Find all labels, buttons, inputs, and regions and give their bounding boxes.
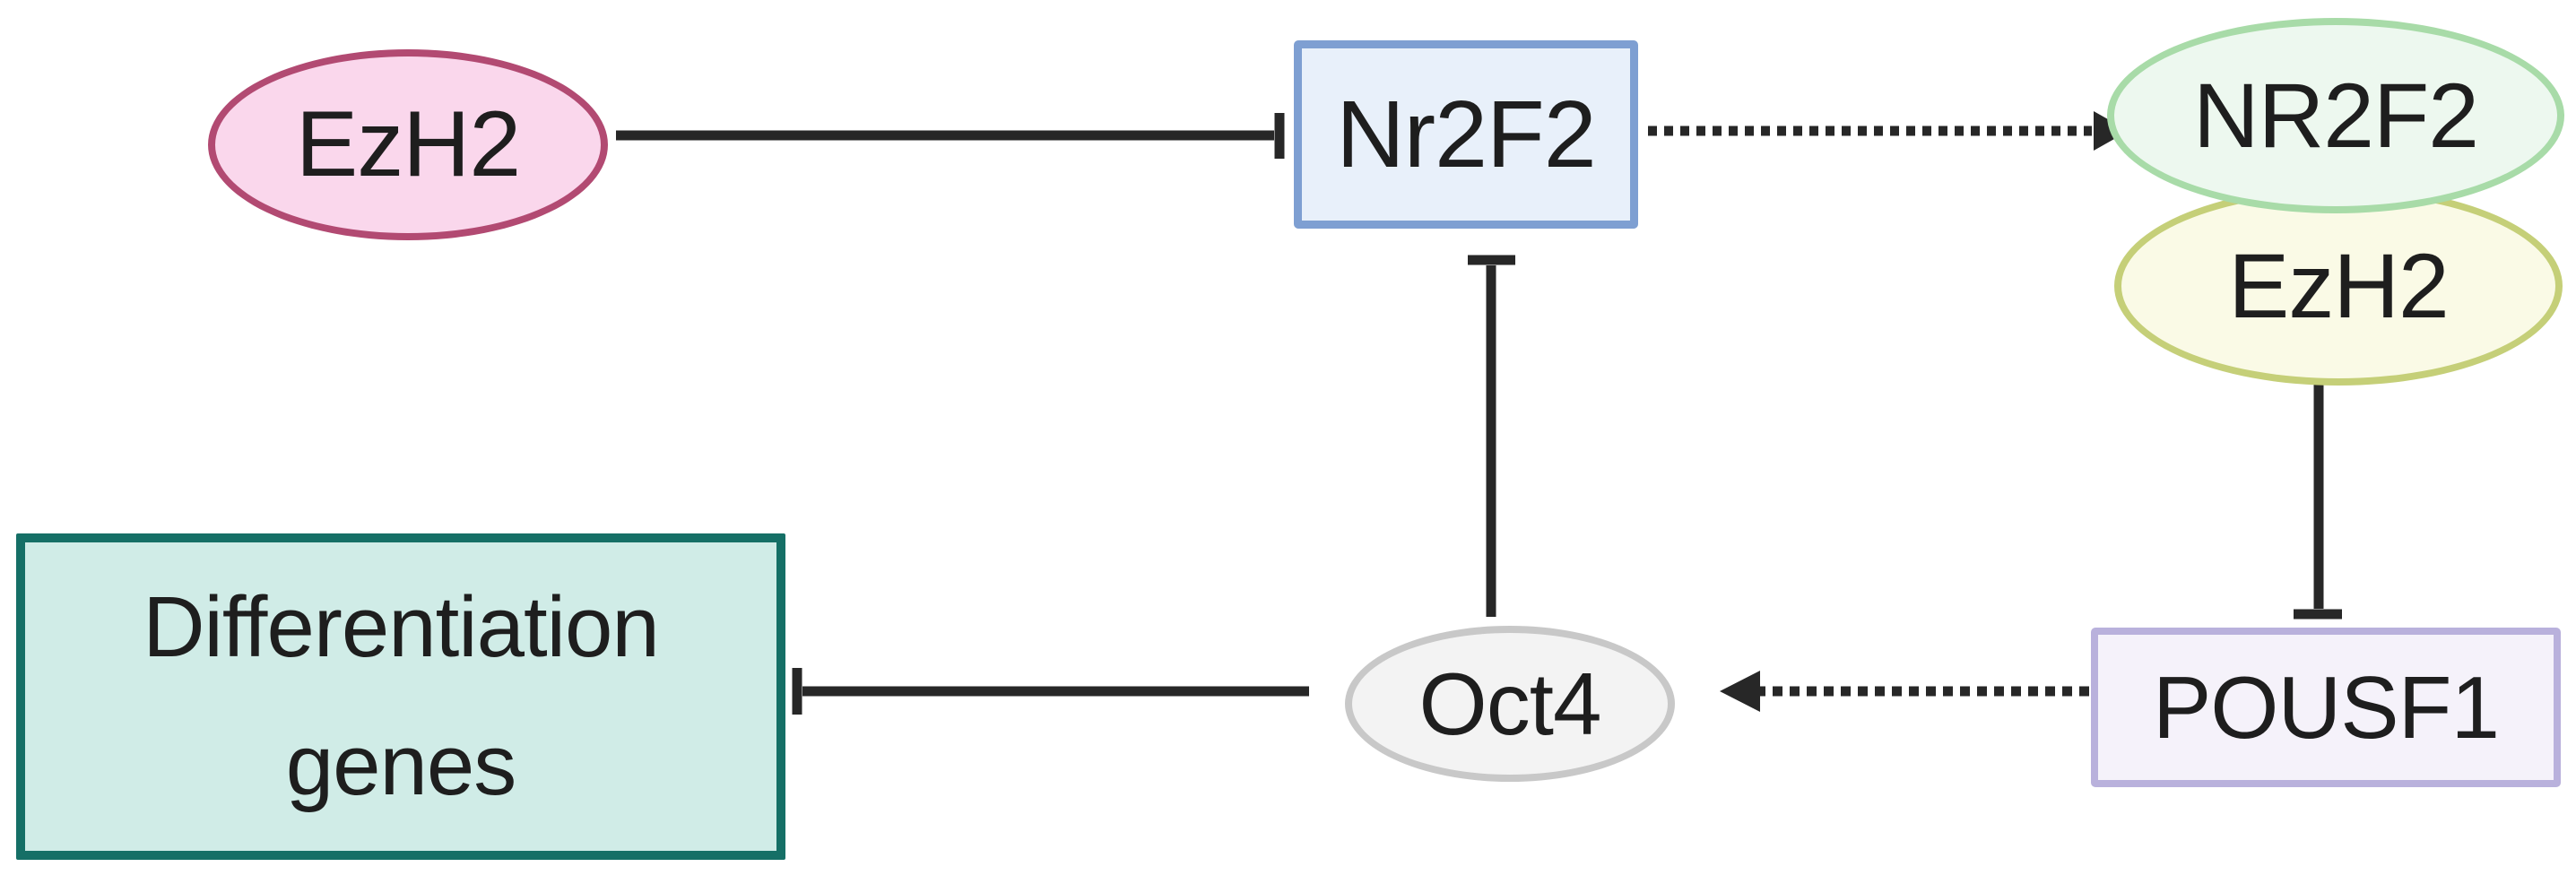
edge-nr2f2-gene-activates-nr2f2-protein [1648,111,2129,151]
node-differentiation-genes: Differentiation genes [16,533,785,860]
node-nr2f2-protein-label: NR2F2 [2192,64,2479,167]
node-nr2f2-gene-label: Nr2F2 [1336,81,1597,187]
edge-pousf1-activates-oct4 [1720,671,2089,712]
node-nr2f2-gene: Nr2F2 [1294,40,1638,229]
node-differentiation-genes-label-line2: genes [285,717,517,813]
node-differentiation-genes-label-line1: Differentiation [143,579,660,676]
edge-oct4-inhibits-differentiation-genes [792,668,1309,715]
edge-ezh2-inhibits-nr2f2-gene [616,113,1285,159]
node-ezh2: EzH2 [208,49,608,240]
node-pousf1: POUSF1 [2091,628,2561,787]
node-ezh2-label: EzH2 [295,92,521,196]
edge-ezh2-complex-inhibits-pousf1 [2294,384,2342,620]
node-nr2f2-protein: NR2F2 [2107,18,2564,213]
node-pousf1-label: POUSF1 [2152,657,2500,757]
arrowhead-icon [1720,671,1760,712]
node-ezh2-complex: EzH2 [2114,186,2563,386]
node-ezh2-complex-label: EzH2 [2228,234,2449,337]
node-oct4: Oct4 [1345,626,1675,782]
node-oct4-label: Oct4 [1418,654,1602,753]
edge-oct4-inhibits-nr2f2-gene [1468,255,1515,617]
